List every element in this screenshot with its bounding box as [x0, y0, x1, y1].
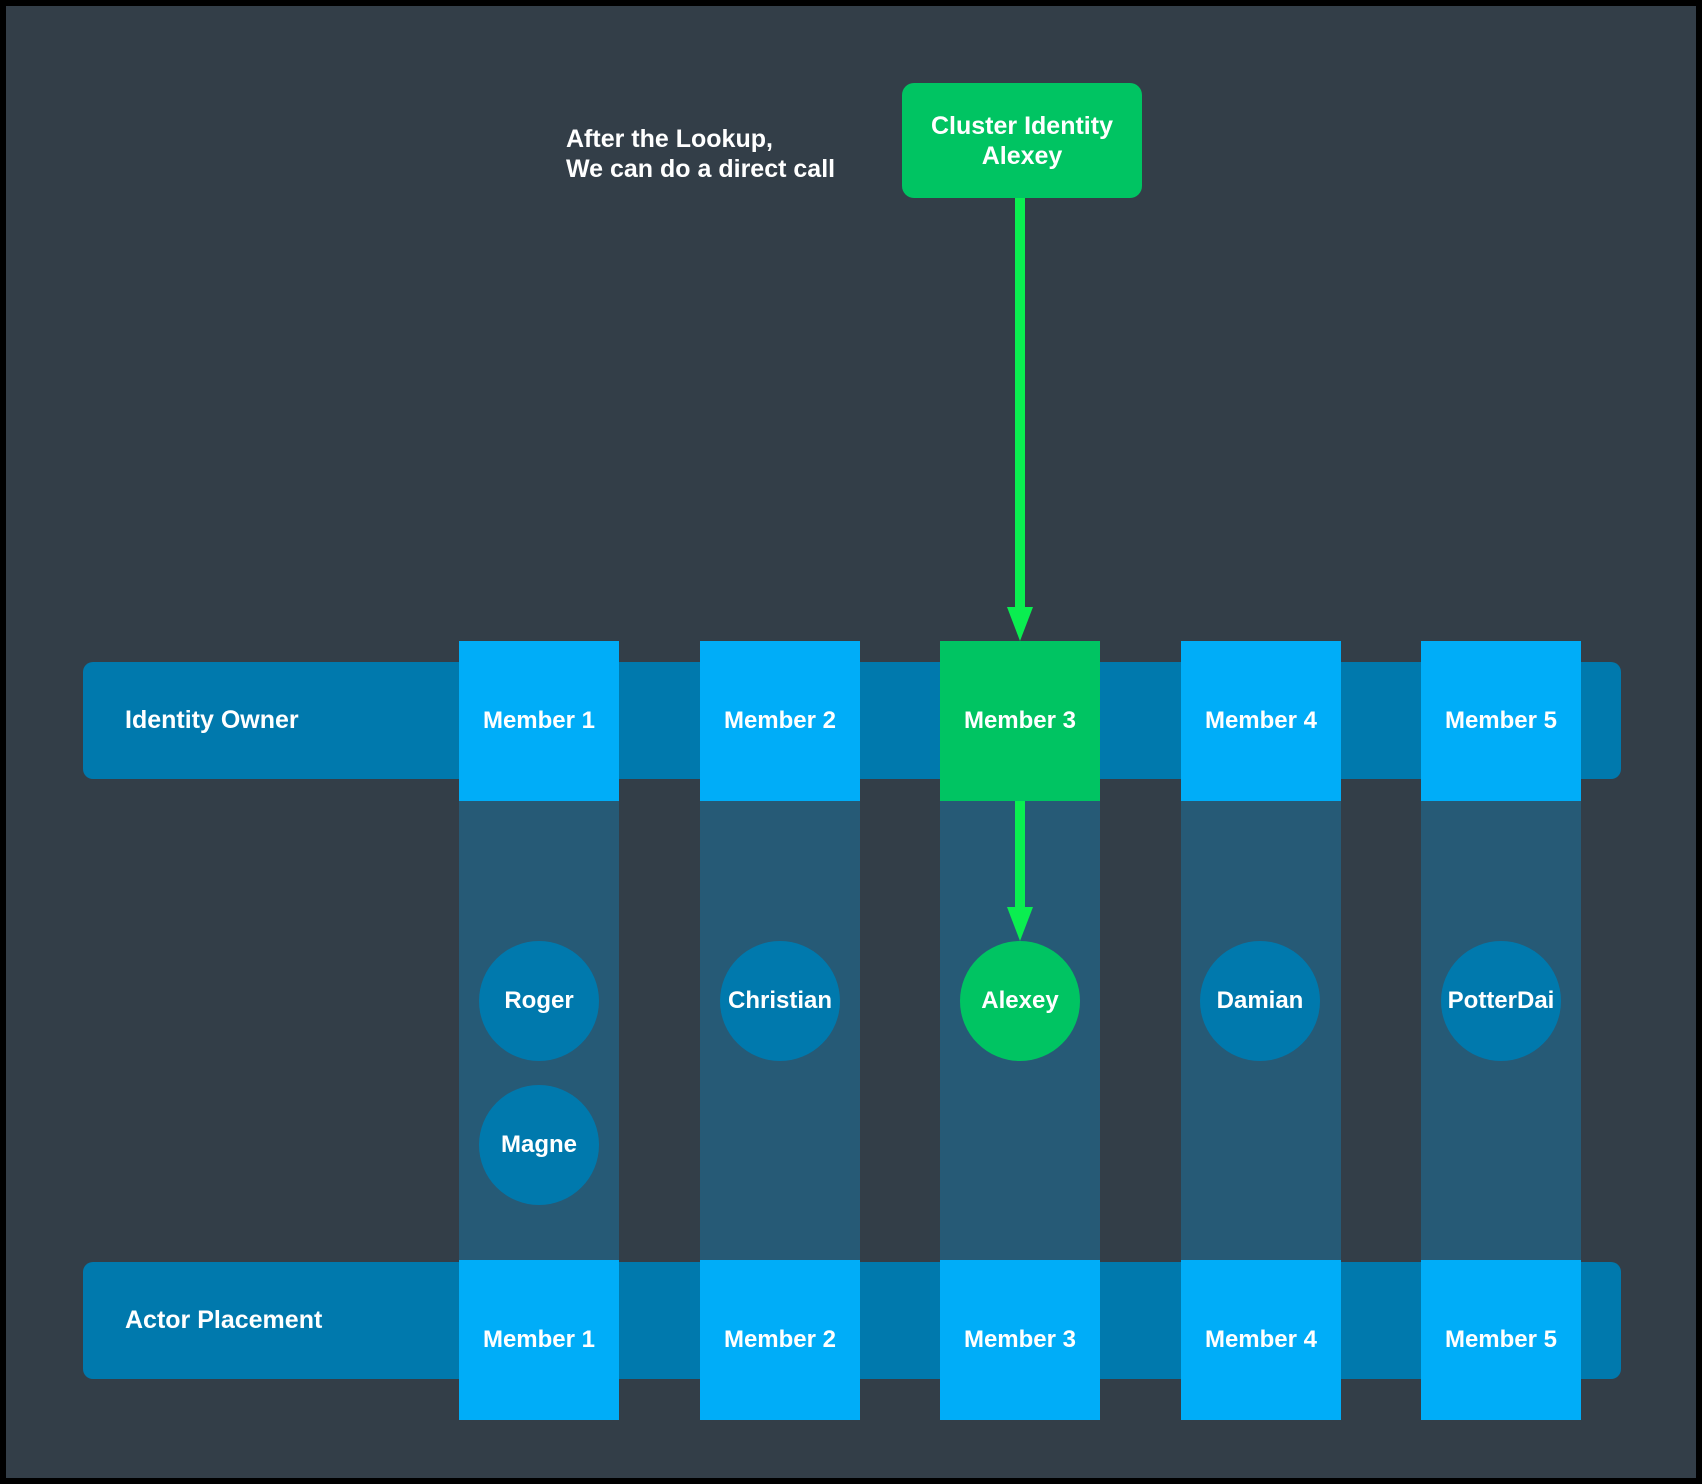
member-label: Member 1 [482, 707, 596, 734]
actor-placement-member-2: Member 2 [700, 1260, 860, 1420]
lookup-arrow-stem [1015, 198, 1025, 607]
lookup-arrow-head [1007, 607, 1033, 641]
annotation-text: After the Lookup, We can do a direct cal… [566, 124, 835, 184]
actor-name: Christian [727, 987, 832, 1014]
annotation-line-1: After the Lookup, [566, 125, 773, 153]
cluster-identity-box: Cluster Identity Alexey [902, 83, 1142, 198]
actor-name: Alexey [981, 987, 1059, 1014]
member-label: Member 5 [1444, 1326, 1558, 1353]
member-label: Member 3 [963, 707, 1077, 734]
actor-placement-member-4: Member 4 [1181, 1260, 1341, 1420]
identity-owner-member-1: Member 1 [459, 641, 619, 801]
actor-placement-label: Actor Placement [125, 1306, 323, 1334]
actor-name: Roger [504, 987, 574, 1014]
actor-circle-potterdai: PotterDai [1441, 941, 1561, 1061]
actor-name: PotterDai [1447, 987, 1555, 1014]
direct-call-arrow-stem [1015, 801, 1025, 907]
actor-circle-alexey-highlighted: Alexey [960, 941, 1080, 1061]
member-label: Member 3 [963, 1326, 1077, 1353]
member-label: Member 2 [723, 707, 837, 734]
actor-name: Magne [500, 1131, 577, 1158]
identity-owner-member-5: Member 5 [1421, 641, 1581, 801]
member-label: Member 5 [1444, 707, 1558, 734]
identity-owner-member-2: Member 2 [700, 641, 860, 801]
member-label: Member 2 [723, 1326, 837, 1353]
actor-placement-member-1: Member 1 [459, 1260, 619, 1420]
member-label: Member 1 [482, 1326, 596, 1353]
cluster-identity-title: Cluster Identity [931, 111, 1113, 140]
actor-name: Damian [1216, 987, 1304, 1014]
member-label: Member 4 [1204, 1326, 1318, 1353]
identity-owner-member-3-highlighted: Member 3 [940, 641, 1100, 801]
actor-circle-magne: Magne [479, 1085, 599, 1205]
actor-circle-christian: Christian [720, 941, 840, 1061]
identity-owner-member-4: Member 4 [1181, 641, 1341, 801]
actor-placement-member-3: Member 3 [940, 1260, 1100, 1420]
member-label: Member 4 [1204, 707, 1318, 734]
actor-circle-roger: Roger [479, 941, 599, 1061]
identity-owner-label: Identity Owner [125, 706, 299, 734]
direct-call-arrow-head [1007, 907, 1033, 941]
cluster-identity-name: Alexey [981, 141, 1063, 170]
actor-placement-member-5: Member 5 [1421, 1260, 1581, 1420]
annotation-line-2: We can do a direct call [566, 155, 836, 183]
actor-circle-damian: Damian [1200, 941, 1320, 1061]
